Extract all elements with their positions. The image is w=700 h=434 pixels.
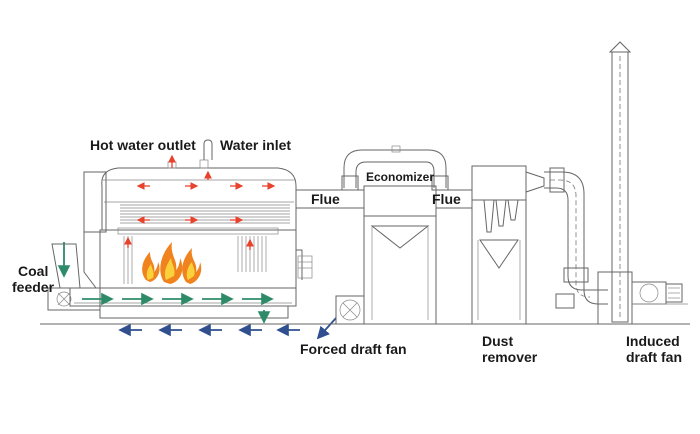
fan-icon [631,281,688,305]
label-flue-left: Flue [311,191,340,207]
label-hot-water-outlet: Hot water outlet [90,137,196,153]
label-feeder: feeder [12,279,55,295]
coal-flow-arrows [57,242,274,324]
chimney [597,41,633,325]
label-economizer: Economizer [366,170,435,184]
label-draft-fan: draft fan [626,349,682,365]
coal-feeder [47,243,101,311]
air-flow-arrows [118,317,337,340]
flame-icon [142,242,202,284]
induced-duct [544,167,608,309]
economizer [295,145,449,325]
water-flow-arrows [124,154,276,250]
boiler [69,139,313,319]
label-coal: Coal [18,263,49,279]
label-remover: remover [482,349,538,365]
label-forced-draft-fan: Forced draft fan [300,341,407,357]
label-induced: Induced [626,333,680,349]
label-water-inlet: Water inlet [220,137,292,153]
fan-icon [335,295,365,325]
dust-remover [435,165,545,325]
label-flue-right: Flue [432,191,461,207]
label-dust: Dust [482,333,514,349]
